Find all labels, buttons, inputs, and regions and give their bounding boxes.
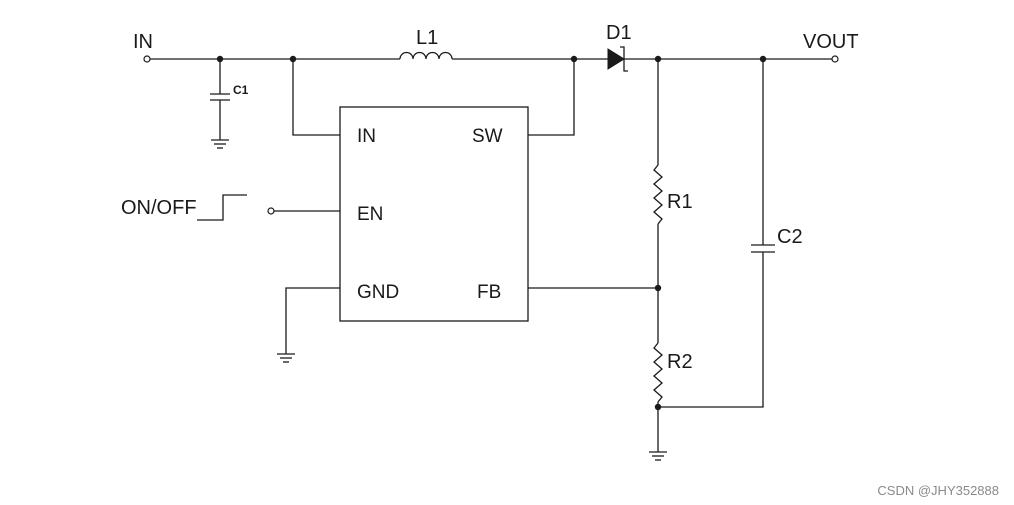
- resistor-r1: [653, 59, 663, 288]
- ic-pin-in: IN: [357, 126, 376, 147]
- capacitor-c1-label: C1: [233, 83, 249, 97]
- capacitor-c2: [658, 59, 775, 408]
- inductor-l1: [399, 51, 453, 60]
- wire-ic-gnd: [285, 287, 340, 354]
- output-terminal: [831, 55, 839, 63]
- resistor-r2-label: R2: [667, 351, 693, 373]
- en-terminal: [267, 207, 275, 215]
- input-label: IN: [133, 31, 153, 53]
- ground-ic: [277, 353, 295, 363]
- capacitor-c1: [210, 59, 230, 140]
- junction-sw: [570, 55, 578, 63]
- ground-r2: [649, 451, 667, 461]
- wire-ic-in: [292, 59, 340, 136]
- junction-c1: [216, 55, 224, 63]
- capacitor-c2-label: C2: [777, 226, 803, 248]
- ic-pin-gnd: GND: [357, 282, 399, 303]
- ic-pin-en: EN: [357, 204, 383, 225]
- input-terminal: [143, 55, 151, 63]
- ic-pin-sw: SW: [472, 126, 503, 147]
- watermark: CSDN @JHY352888: [877, 483, 999, 498]
- resistor-r1-label: R1: [667, 191, 693, 213]
- diode-d1-label: D1: [606, 22, 632, 44]
- junction-ic-in: [289, 55, 297, 63]
- ic-body: [339, 106, 529, 322]
- onoff-label: ON/OFF: [121, 197, 197, 219]
- resistor-r2: [653, 288, 663, 452]
- ic-pin-fb: FB: [477, 282, 501, 303]
- output-label: VOUT: [803, 31, 859, 53]
- wire-ic-sw: [528, 59, 575, 136]
- ground-c1: [211, 139, 229, 149]
- step-signal-icon: [197, 194, 247, 221]
- inductor-l1-label: L1: [416, 27, 438, 49]
